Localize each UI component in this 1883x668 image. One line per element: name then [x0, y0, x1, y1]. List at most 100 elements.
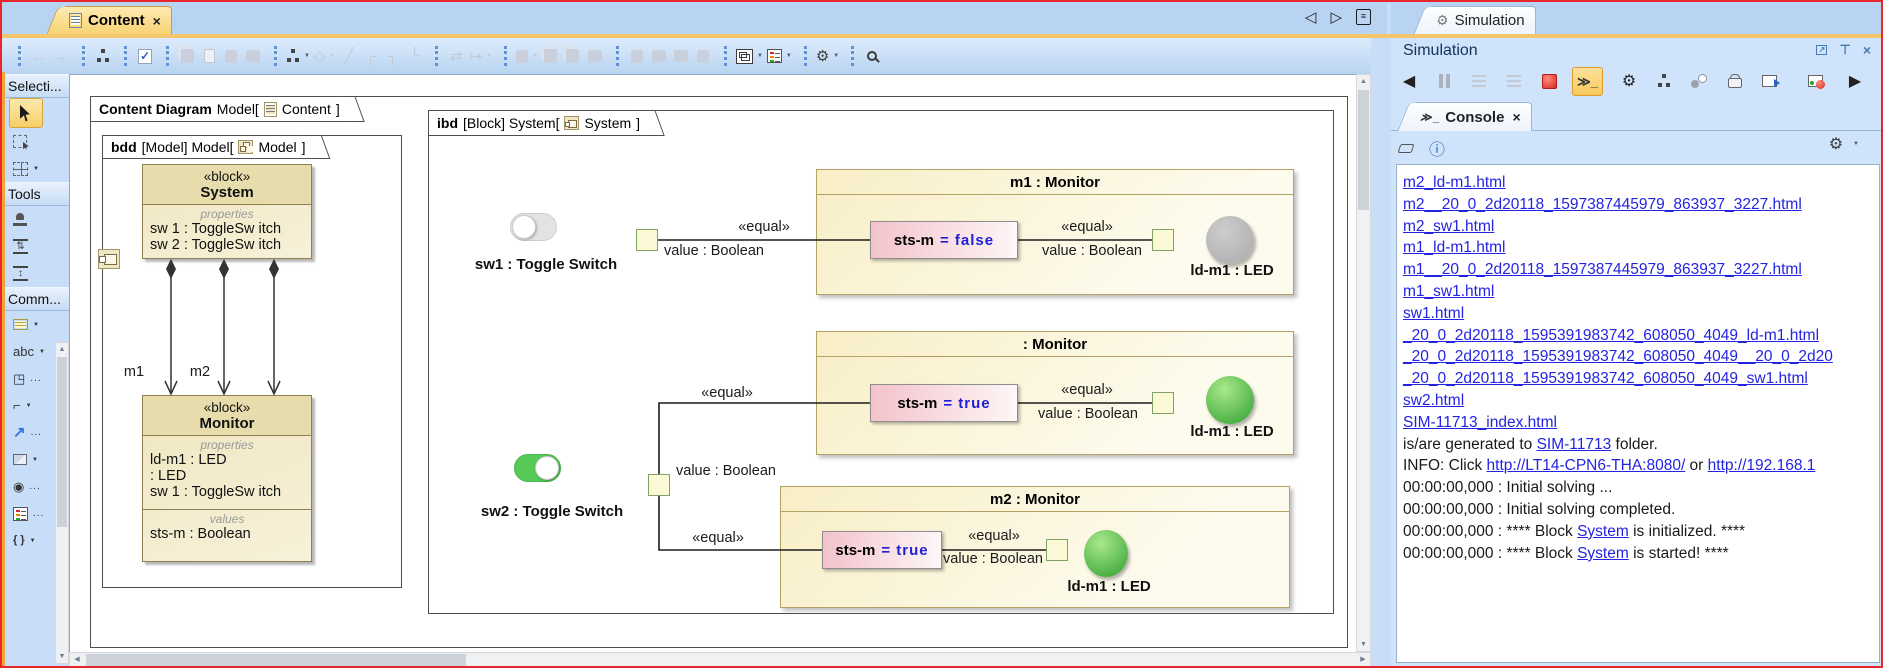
- console-link[interactable]: m2_sw1.html: [1403, 218, 1494, 235]
- find-in-diagram-button[interactable]: [861, 44, 883, 68]
- monitor-led-label: ld-m1 : LED: [1184, 423, 1280, 440]
- stamp-tool[interactable]: [5, 206, 69, 233]
- console-link[interactable]: SIM-11713_index.html: [1403, 414, 1557, 431]
- internal-structure-icon[interactable]: [98, 249, 120, 269]
- monitor-sts-value-box[interactable]: sts-m = true: [870, 384, 1018, 422]
- tab-content-diagram[interactable]: Content ×: [60, 6, 172, 34]
- scroll-up-icon[interactable]: ▲: [1357, 75, 1370, 88]
- prev-diagram-icon[interactable]: ◁: [1305, 8, 1317, 26]
- m2-sts-value-box[interactable]: sts-m = true: [822, 531, 942, 569]
- containment-view-button-icon: [1657, 74, 1671, 88]
- block-system[interactable]: «block» System properties sw 1 : ToggleS…: [142, 164, 312, 259]
- console-link[interactable]: _20_0_2d20118_1595391983742_608050_4049_…: [1403, 370, 1808, 387]
- console-link[interactable]: m1_sw1.html: [1403, 283, 1494, 300]
- scrollbar-thumb[interactable]: [57, 357, 67, 527]
- palette-scrollbar[interactable]: ▲▼: [55, 342, 69, 664]
- note-tool[interactable]: ▼: [5, 311, 69, 338]
- monitor-value-port[interactable]: [1152, 392, 1174, 414]
- console-options-gear-icon[interactable]: ⚙: [1829, 134, 1843, 154]
- simulation-options-button[interactable]: ⚙: [1617, 67, 1641, 95]
- scroll-down-icon[interactable]: ▼: [56, 650, 68, 663]
- export-button[interactable]: [1757, 67, 1781, 95]
- chevron-down-icon[interactable]: ▼: [1853, 141, 1859, 147]
- toggle-sw2[interactable]: [514, 454, 561, 482]
- ibd-frame-header[interactable]: ibd [Block] System[ System ]: [428, 110, 650, 136]
- validate-diagram-button[interactable]: ✓: [134, 44, 156, 68]
- clear-console-icon[interactable]: [1398, 144, 1415, 153]
- terminate-button[interactable]: [1537, 67, 1561, 95]
- console-link[interactable]: System: [1577, 523, 1629, 540]
- m2-value-port[interactable]: [1046, 539, 1068, 561]
- m2-led[interactable]: [1084, 530, 1128, 577]
- breakpoints-button[interactable]: [1803, 67, 1827, 95]
- show-elements-button[interactable]: ▼: [734, 44, 765, 68]
- pause-button[interactable]: [1432, 67, 1456, 95]
- console-link[interactable]: System: [1577, 545, 1629, 562]
- console-link[interactable]: _20_0_2d20118_1595391983742_608050_4049_…: [1403, 327, 1819, 344]
- scrollbar-thumb[interactable]: [1358, 90, 1369, 210]
- layout-button[interactable]: ▼: [284, 44, 312, 68]
- scroll-down-icon[interactable]: ▼: [1357, 638, 1370, 651]
- legend-button[interactable]: ▼: [765, 44, 794, 68]
- float-panel-icon[interactable]: ↗: [1816, 45, 1827, 55]
- delete-button-icon: [225, 50, 237, 63]
- canvas-horizontal-scrollbar[interactable]: ◀ ▶: [69, 652, 1371, 668]
- console-output[interactable]: m2_ld-m1.html m2__20_0_2d20118_1597387445…: [1396, 164, 1880, 663]
- console-toggle-button[interactable]: ≫_: [1572, 67, 1603, 95]
- console-link[interactable]: m1_ld-m1.html: [1403, 239, 1506, 256]
- selection-tool[interactable]: [9, 98, 43, 128]
- info-messages-icon[interactable]: ⓘ: [1429, 136, 1445, 160]
- toggle-sw1[interactable]: [510, 213, 557, 241]
- console-link[interactable]: _20_0_2d20118_1595391983742_608050_4049_…: [1403, 348, 1833, 365]
- monitor-led[interactable]: [1206, 376, 1254, 424]
- scroll-right-icon[interactable]: ▶: [1356, 653, 1370, 667]
- lock-button[interactable]: [1722, 67, 1746, 95]
- tab-console[interactable]: ≫_ Console ×: [1411, 102, 1532, 131]
- palette-section-comm[interactable]: Comm...: [5, 287, 69, 311]
- tab-simulation[interactable]: ⚙ Simulation: [1427, 6, 1536, 34]
- close-panel-icon[interactable]: ×: [1863, 42, 1871, 58]
- console-link[interactable]: http://LT14-CPN6-THA:8080/: [1487, 457, 1686, 474]
- palette-section-tools[interactable]: Tools: [5, 182, 69, 206]
- console-link[interactable]: sw1.html: [1403, 305, 1464, 322]
- align-bottom-tool[interactable]: ↕: [5, 260, 69, 287]
- scroll-up-icon[interactable]: ▲: [56, 343, 68, 356]
- animation-speed-button[interactable]: ◀: [1397, 67, 1421, 95]
- containment-tree-button[interactable]: [92, 44, 114, 68]
- console-link[interactable]: sw2.html: [1403, 392, 1464, 409]
- m1-sts-value-box[interactable]: sts-m = false: [870, 221, 1018, 259]
- content-diagram-frame-header[interactable]: Content Diagram Model[ Content ]: [90, 96, 350, 122]
- more-button[interactable]: ▶: [1843, 67, 1867, 95]
- bdd-frame-header[interactable]: bdd [Model] Model[ Model ]: [102, 135, 316, 159]
- align-top-tool[interactable]: ⇅: [5, 233, 69, 260]
- console-link[interactable]: http://192.168.1: [1708, 457, 1816, 474]
- marquee-selection-tool[interactable]: [5, 128, 69, 155]
- scrollbar-thumb[interactable]: [86, 654, 466, 666]
- containment-view-button[interactable]: [1652, 67, 1676, 95]
- m1-value-port[interactable]: [1152, 229, 1174, 251]
- next-diagram-icon[interactable]: ▷: [1330, 8, 1342, 26]
- sw1-value-port[interactable]: [636, 229, 658, 251]
- m1-led[interactable]: [1206, 216, 1254, 264]
- diagram-list-icon[interactable]: ≡: [1356, 9, 1371, 25]
- step-into-button[interactable]: [1467, 67, 1491, 95]
- canvas-vertical-scrollbar[interactable]: ▲ ▼: [1356, 74, 1371, 652]
- pane-divider[interactable]: [1371, 38, 1391, 666]
- console-link[interactable]: m2_ld-m1.html: [1403, 174, 1506, 191]
- edge-label-m1[interactable]: m1: [114, 364, 154, 380]
- diagram-options-button[interactable]: ⚙▼: [814, 44, 841, 68]
- step-over-button[interactable]: [1502, 67, 1526, 95]
- console-link[interactable]: m1__20_0_2d20118_1597387445979_863937_32…: [1403, 261, 1802, 278]
- palette-section-selecti[interactable]: Selecti...: [5, 74, 69, 98]
- sw2-value-port[interactable]: [648, 474, 670, 496]
- console-link[interactable]: m2__20_0_2d20118_1597387445979_863937_32…: [1403, 196, 1802, 213]
- block-monitor[interactable]: «block» Monitor properties ld-m1 : LED :…: [142, 395, 312, 562]
- console-link[interactable]: SIM-11713: [1537, 436, 1612, 453]
- edge-label-m2[interactable]: m2: [180, 364, 220, 380]
- group-selection-tool[interactable]: ▼: [5, 155, 69, 182]
- instances-button[interactable]: [1687, 67, 1711, 95]
- scroll-left-icon[interactable]: ◀: [70, 653, 84, 667]
- close-tab-icon[interactable]: ×: [153, 13, 161, 29]
- pin-panel-icon[interactable]: ⊤: [1839, 42, 1850, 58]
- close-tab-icon[interactable]: ×: [1512, 109, 1520, 125]
